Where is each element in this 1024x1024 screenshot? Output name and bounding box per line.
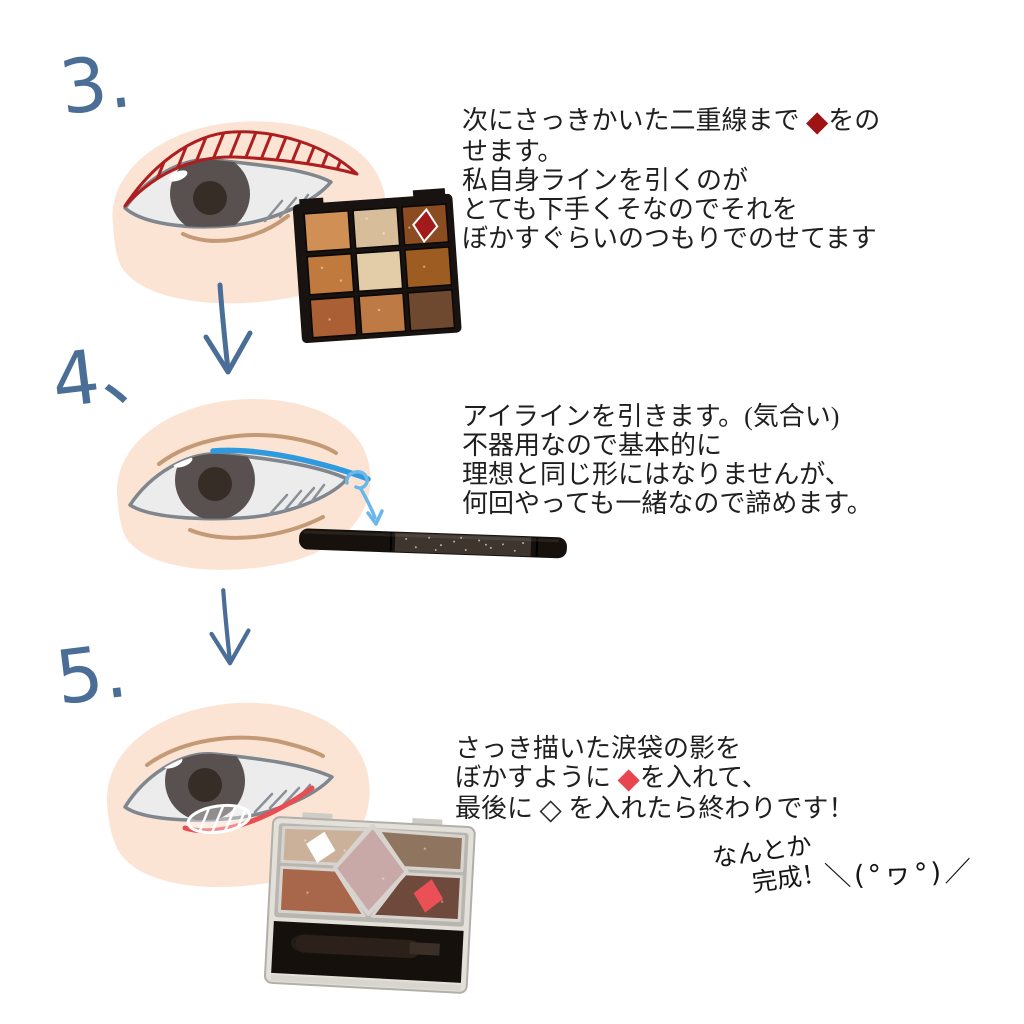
tear-bag-line [188, 515, 325, 540]
text-line: せます。 [462, 137, 564, 166]
eyeliner-pen [299, 528, 567, 559]
text-line: ぼかすぐらいのつもりでのせてます [462, 224, 877, 253]
eyeliner-stroke [210, 447, 371, 482]
text-line: 私自身ラインを引くのが [462, 166, 749, 195]
kaomoji-emoticon: ＼(°ヮ°)／ [823, 856, 975, 893]
eyeshadow-pan [407, 289, 456, 332]
crease-line [157, 433, 338, 466]
eyeshadow-palette-9pan [292, 188, 462, 344]
tear-bag-line [181, 214, 290, 243]
outline-diamond-icon: ◇ [539, 794, 562, 826]
text-line: 何回やっても一緒なので諦めます。 [462, 489, 873, 518]
double-lid-band-outline [123, 130, 359, 208]
eyeshadow-pan [404, 246, 453, 289]
eyeshadow-pan [355, 249, 404, 293]
text-line: アイラインを引きます。(気合い) [462, 402, 840, 431]
eyeshadow-pan [332, 823, 409, 916]
red-diamond-icon: ◆ [805, 106, 829, 138]
curl-arrow-icon [345, 470, 384, 526]
text-line: 理想と同じ形にはなりませんが、 [462, 460, 851, 489]
down-arrow-icon [203, 282, 253, 375]
text-line: とても下手くそなのでそれを [462, 195, 798, 224]
white-diamond-marker [306, 831, 336, 863]
eyeshadow-pan [309, 295, 358, 339]
iris-group [168, 159, 250, 227]
crease-line [145, 735, 325, 767]
sponge-applicator [295, 934, 420, 959]
step-5-text: さっき描いた涙袋の影を ぼかすように ◆を入れて、 最後に ◇ を入れたら終わり… [455, 734, 854, 825]
eyeshadow-pan [277, 865, 366, 918]
pink-diamond-icon: ◆ [617, 763, 640, 795]
text-line: 不器用なので基本的に [462, 431, 723, 460]
pink-diamond-marker [413, 879, 444, 913]
eyeshadow-pan [358, 292, 407, 336]
text-line: 次にさっきかいた二重線まで ◆をの [462, 106, 881, 138]
shimmer-sparkles [320, 217, 426, 321]
eyeshadow-pan [352, 206, 401, 250]
down-arrow-icon [209, 588, 251, 666]
eyeshadow-palette-5pan [263, 812, 476, 994]
shimmer-sparkles [303, 839, 444, 903]
iris-group [173, 453, 255, 519]
lower-lash-hatches [268, 483, 326, 516]
eyeshadow-pan [306, 252, 355, 296]
step-3-text: 次にさっきかいた二重線まで ◆をの せます。 私自身ラインを引くのが とても下手… [462, 106, 880, 253]
step-4-text: アイラインを引きます。(気合い) 不器用なので基本的に 理想と同じ形にはなりませ… [462, 402, 873, 518]
glitter-specks [405, 536, 525, 552]
iris-group [163, 753, 245, 821]
eye-illustration-step4 [116, 399, 384, 570]
text-line: ぼかすように ◆を入れて、 [455, 763, 768, 795]
text-line: さっき描いた涙袋の影を [455, 734, 742, 763]
red-diamond-marker [412, 207, 439, 244]
text-line: 最後に ◇ を入れたら終わりです！ [455, 794, 855, 826]
eyeshadow-pan [303, 210, 352, 253]
completion-note: なんとか 完成！ [710, 829, 828, 904]
